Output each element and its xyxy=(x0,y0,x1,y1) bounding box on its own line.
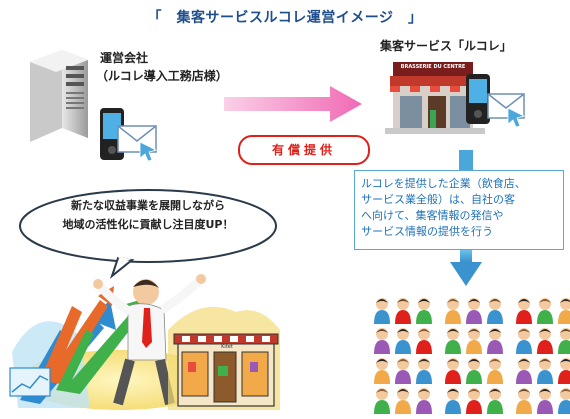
page-title: 「 集客サービスルコレ運営イメージ 」 xyxy=(147,10,423,26)
customer-icon xyxy=(487,298,503,324)
customer-icon xyxy=(445,328,461,354)
phone-mail-icon-right xyxy=(466,74,526,128)
customer-icon xyxy=(416,388,432,414)
customer-icon xyxy=(466,328,482,354)
bubble-text: 新たな収益事業を展開しながら 地域の活性化に貢献し注目度UP！ xyxy=(30,196,266,234)
blue-arrow-down xyxy=(450,150,482,286)
customer-icon xyxy=(395,358,411,384)
info-line-1: ルコレを提供した企業（飲食店、 xyxy=(361,177,526,190)
customer-icon xyxy=(487,388,503,414)
shop-sign-text: BRASSERIE DU CENTRE xyxy=(400,64,466,70)
customer-icon xyxy=(374,358,390,384)
server-icon xyxy=(30,50,88,142)
customer-icon xyxy=(516,358,532,384)
customer-icon xyxy=(466,388,482,414)
customer-icon xyxy=(374,328,390,354)
customer-icon xyxy=(487,328,503,354)
customer-icon xyxy=(516,388,532,414)
customer-icon xyxy=(395,298,411,324)
customer-icon xyxy=(558,328,570,354)
customer-icon xyxy=(445,388,461,414)
paid-badge: 有償提供 xyxy=(238,135,370,165)
customer-icon xyxy=(374,388,390,414)
customer-icon xyxy=(395,388,411,414)
speech-bubble xyxy=(19,189,277,279)
info-line-3: へ向けて、集客情報の発信や xyxy=(361,209,504,222)
customer-icon xyxy=(395,328,411,354)
small-shop-illustration xyxy=(168,306,280,410)
customer-icon xyxy=(516,298,532,324)
shop-icon xyxy=(385,62,485,134)
small-shop-sign: Kitet xyxy=(221,344,233,350)
customer-icon xyxy=(558,298,570,324)
customer-icon xyxy=(374,298,390,324)
customer-icon xyxy=(487,358,503,384)
customer-icon xyxy=(537,328,553,354)
bubble-line-2: 地域の活性化に貢献し注目度UP！ xyxy=(62,218,234,231)
pink-arrow xyxy=(224,86,362,122)
bubble-line-1: 新たな収益事業を展開しながら xyxy=(71,199,225,212)
info-box: ルコレを提供した企業（飲食店、 サービス業全般）は、自社の客 へ向けて、集客情報… xyxy=(354,170,564,250)
service-label: 集客サービス「ルコレ」 xyxy=(380,39,512,53)
customer-icon xyxy=(516,328,532,354)
info-line-2: サービス業全般）は、自社の客 xyxy=(361,193,515,206)
phone-mail-icon-left xyxy=(100,108,158,162)
customer-icon xyxy=(416,358,432,384)
customer-icon xyxy=(537,388,553,414)
customer-icon xyxy=(466,358,482,384)
customer-icon xyxy=(445,298,461,324)
info-line-4: サービス情報の提供を行う xyxy=(361,225,493,238)
operator-label-1: 運営会社 xyxy=(100,51,149,65)
customers-grid xyxy=(374,298,570,414)
customer-icon xyxy=(466,298,482,324)
customer-icon xyxy=(416,328,432,354)
customer-icon xyxy=(558,358,570,384)
customer-icon xyxy=(558,388,570,414)
customer-icon xyxy=(416,298,432,324)
customer-icon xyxy=(445,358,461,384)
operator-label-2: （ルコレ導入工務店様） xyxy=(96,69,228,83)
customer-icon xyxy=(537,358,553,384)
customer-icon xyxy=(537,298,553,324)
